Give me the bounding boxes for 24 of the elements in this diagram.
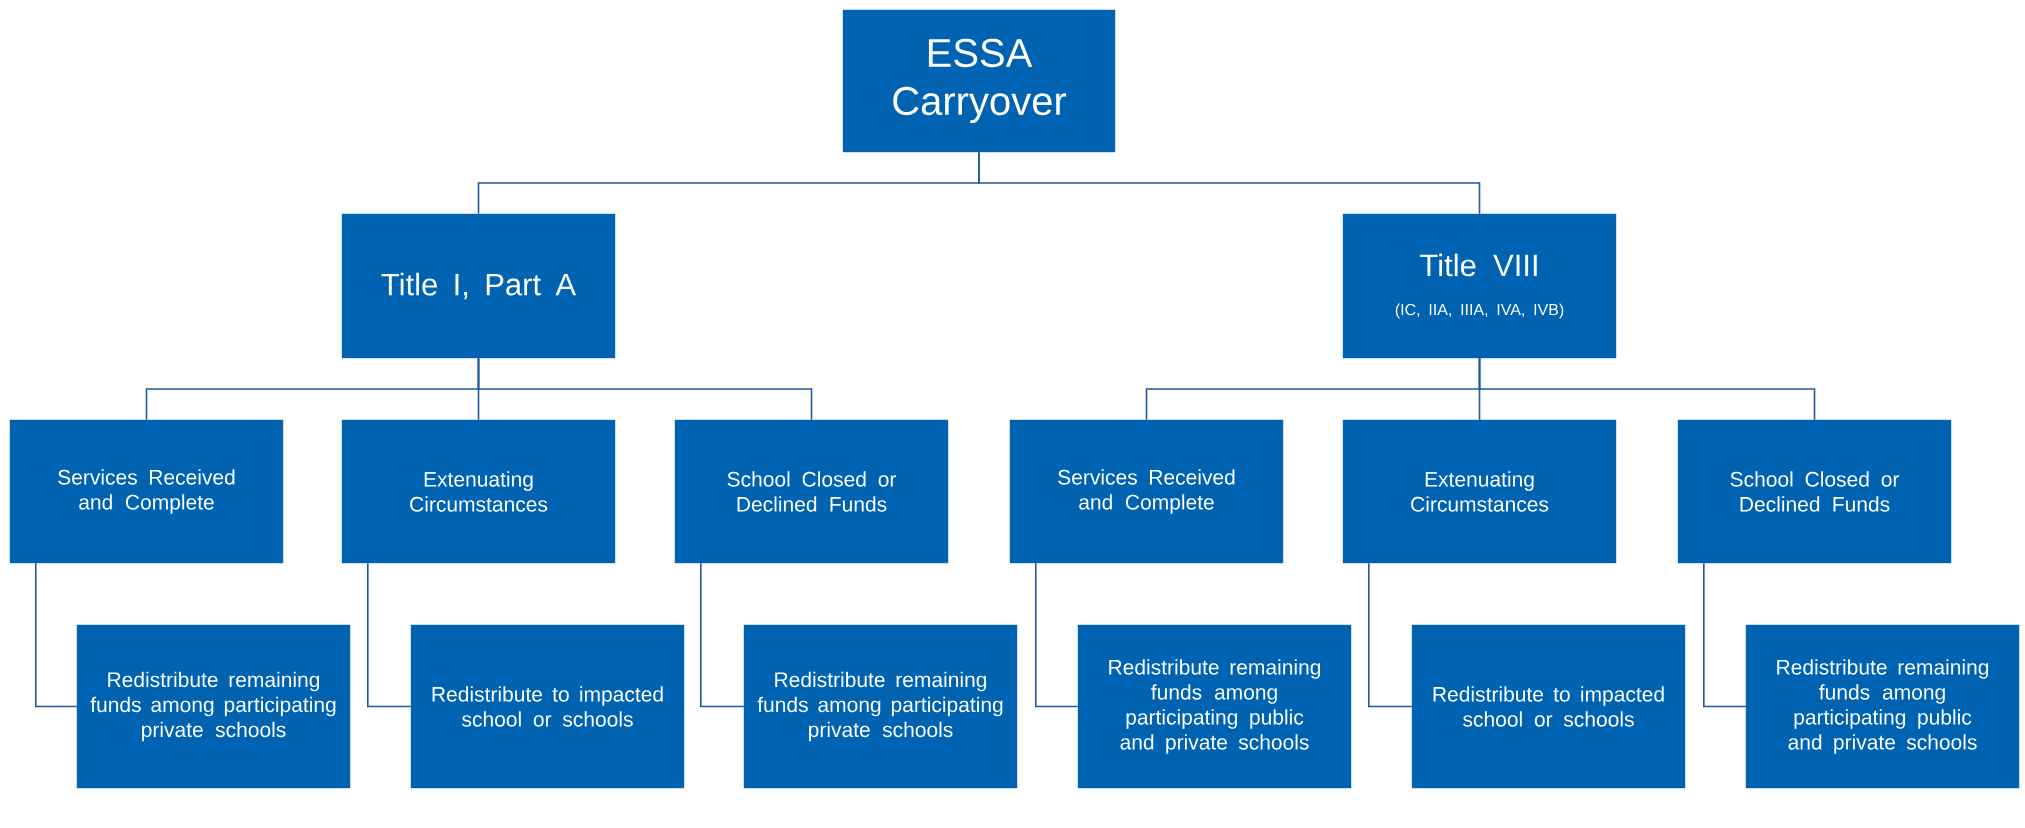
chart-box: School Closed or Declined Funds <box>674 419 949 564</box>
connector-line <box>978 151 1481 215</box>
chart-box: Extenuating Circumstances <box>341 419 616 564</box>
chart-box: Redistribute to impacted school or schools <box>410 624 685 789</box>
connector-line <box>1703 562 1747 708</box>
chart-box: School Closed or Declined Funds <box>1677 419 1952 564</box>
chart-box: Services Received and Complete <box>9 419 284 564</box>
connector-line <box>1368 562 1413 708</box>
chart-box: Redistribute remaining funds among participating public and private schools <box>1077 624 1352 789</box>
chart-box: Redistribute remaining funds among participating public and private schools <box>1745 624 2020 789</box>
chart-box: Redistribute remaining funds among participating private schools <box>76 624 351 789</box>
connector-line <box>35 562 78 708</box>
chart-box: Redistribute to impacted school or schools <box>1411 624 1686 789</box>
chart-box: Title I, Part A <box>341 213 616 359</box>
chart-box: Redistribute remaining funds among participating private schools <box>743 624 1018 789</box>
connector-line <box>1478 357 1816 421</box>
connector-line <box>700 562 745 708</box>
chart-box: Extenuating Circumstances <box>1342 419 1617 564</box>
connector-line <box>367 562 412 708</box>
chart-box: Services Received and Complete <box>1009 419 1284 564</box>
connector-line <box>477 357 813 421</box>
connector-line <box>1035 562 1079 708</box>
chart-box: ESSA Carryover <box>842 9 1116 153</box>
chart-box: Title VIII (IC, IIA, IIIA, IVA, IVB) <box>1342 213 1617 359</box>
